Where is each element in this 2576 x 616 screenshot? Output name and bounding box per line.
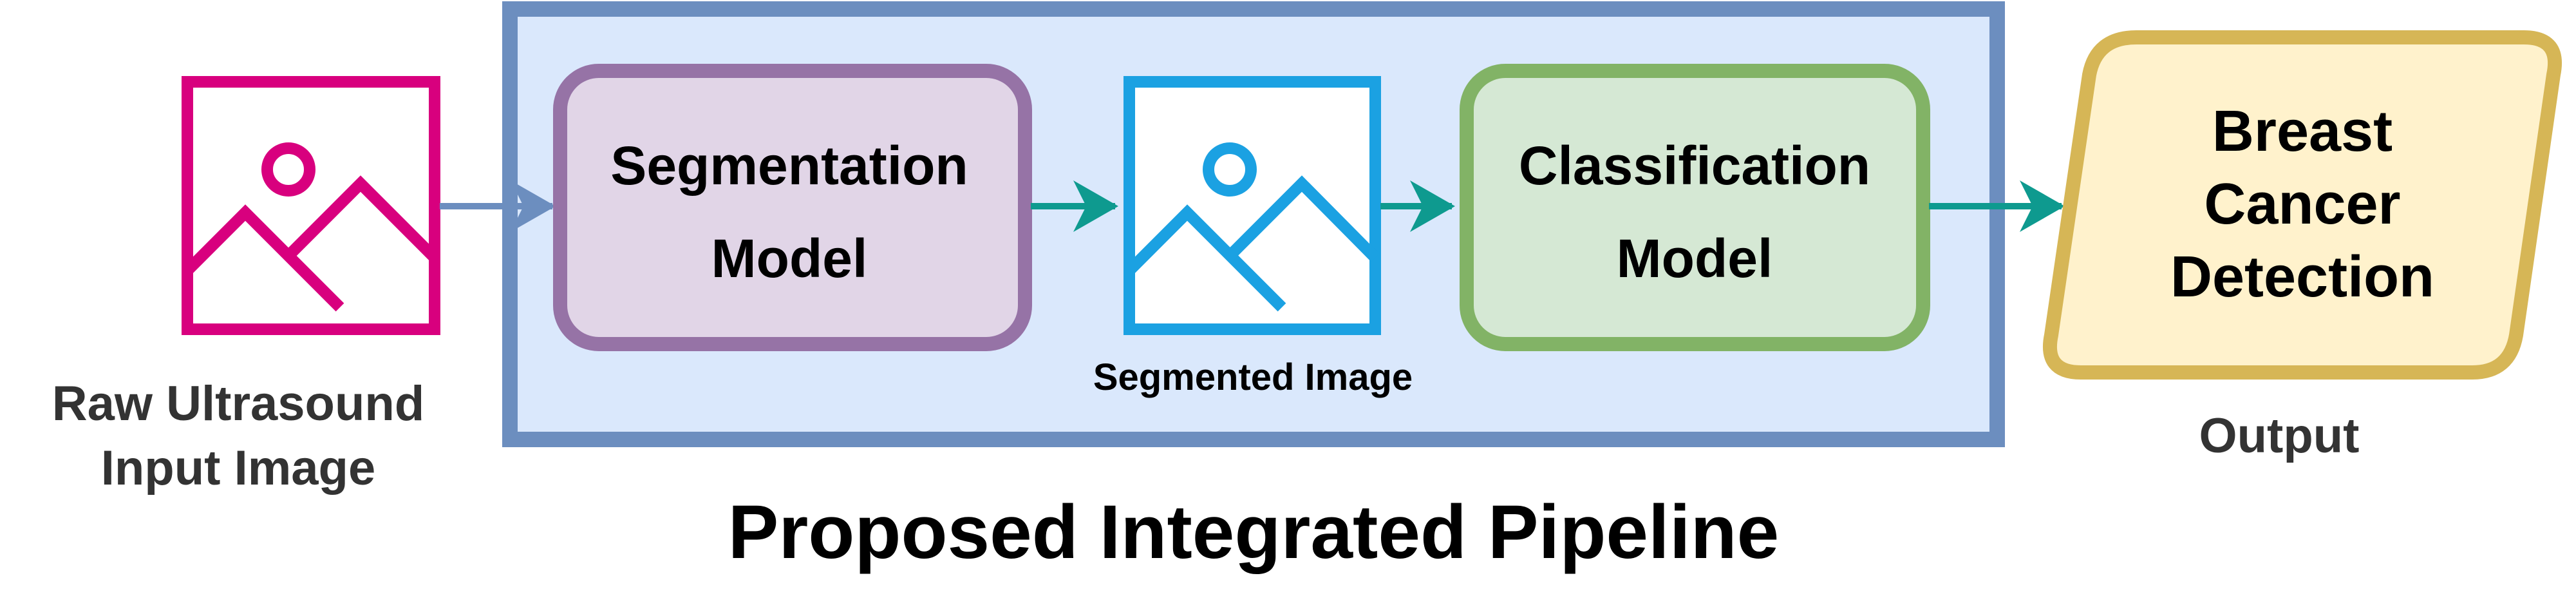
segmentation-model-line2: Model xyxy=(711,228,868,289)
classification-model-line2: Model xyxy=(1617,228,1773,289)
output-parallelogram xyxy=(2042,30,2562,380)
segmentation-model-line1: Segmentation xyxy=(610,135,968,196)
pipeline-title: Proposed Integrated Pipeline xyxy=(728,490,1780,575)
input-label-line2: Input Image xyxy=(101,441,375,496)
segmented-image-label: Segmented Image xyxy=(1093,356,1413,398)
input-label-line1: Raw Ultrasound xyxy=(52,376,425,431)
output-line2: Cancer xyxy=(2204,172,2400,236)
output-line1: Breast xyxy=(2212,99,2393,164)
output-line3: Detection xyxy=(2170,245,2434,309)
segmented-image-icon xyxy=(1123,76,1381,335)
raw-input-image-icon xyxy=(182,76,440,335)
segmentation-model-box xyxy=(553,64,1032,351)
classification-model-line1: Classification xyxy=(1519,135,1870,196)
classification-model-box xyxy=(1460,64,1930,351)
output-caption: Output xyxy=(2199,409,2359,463)
